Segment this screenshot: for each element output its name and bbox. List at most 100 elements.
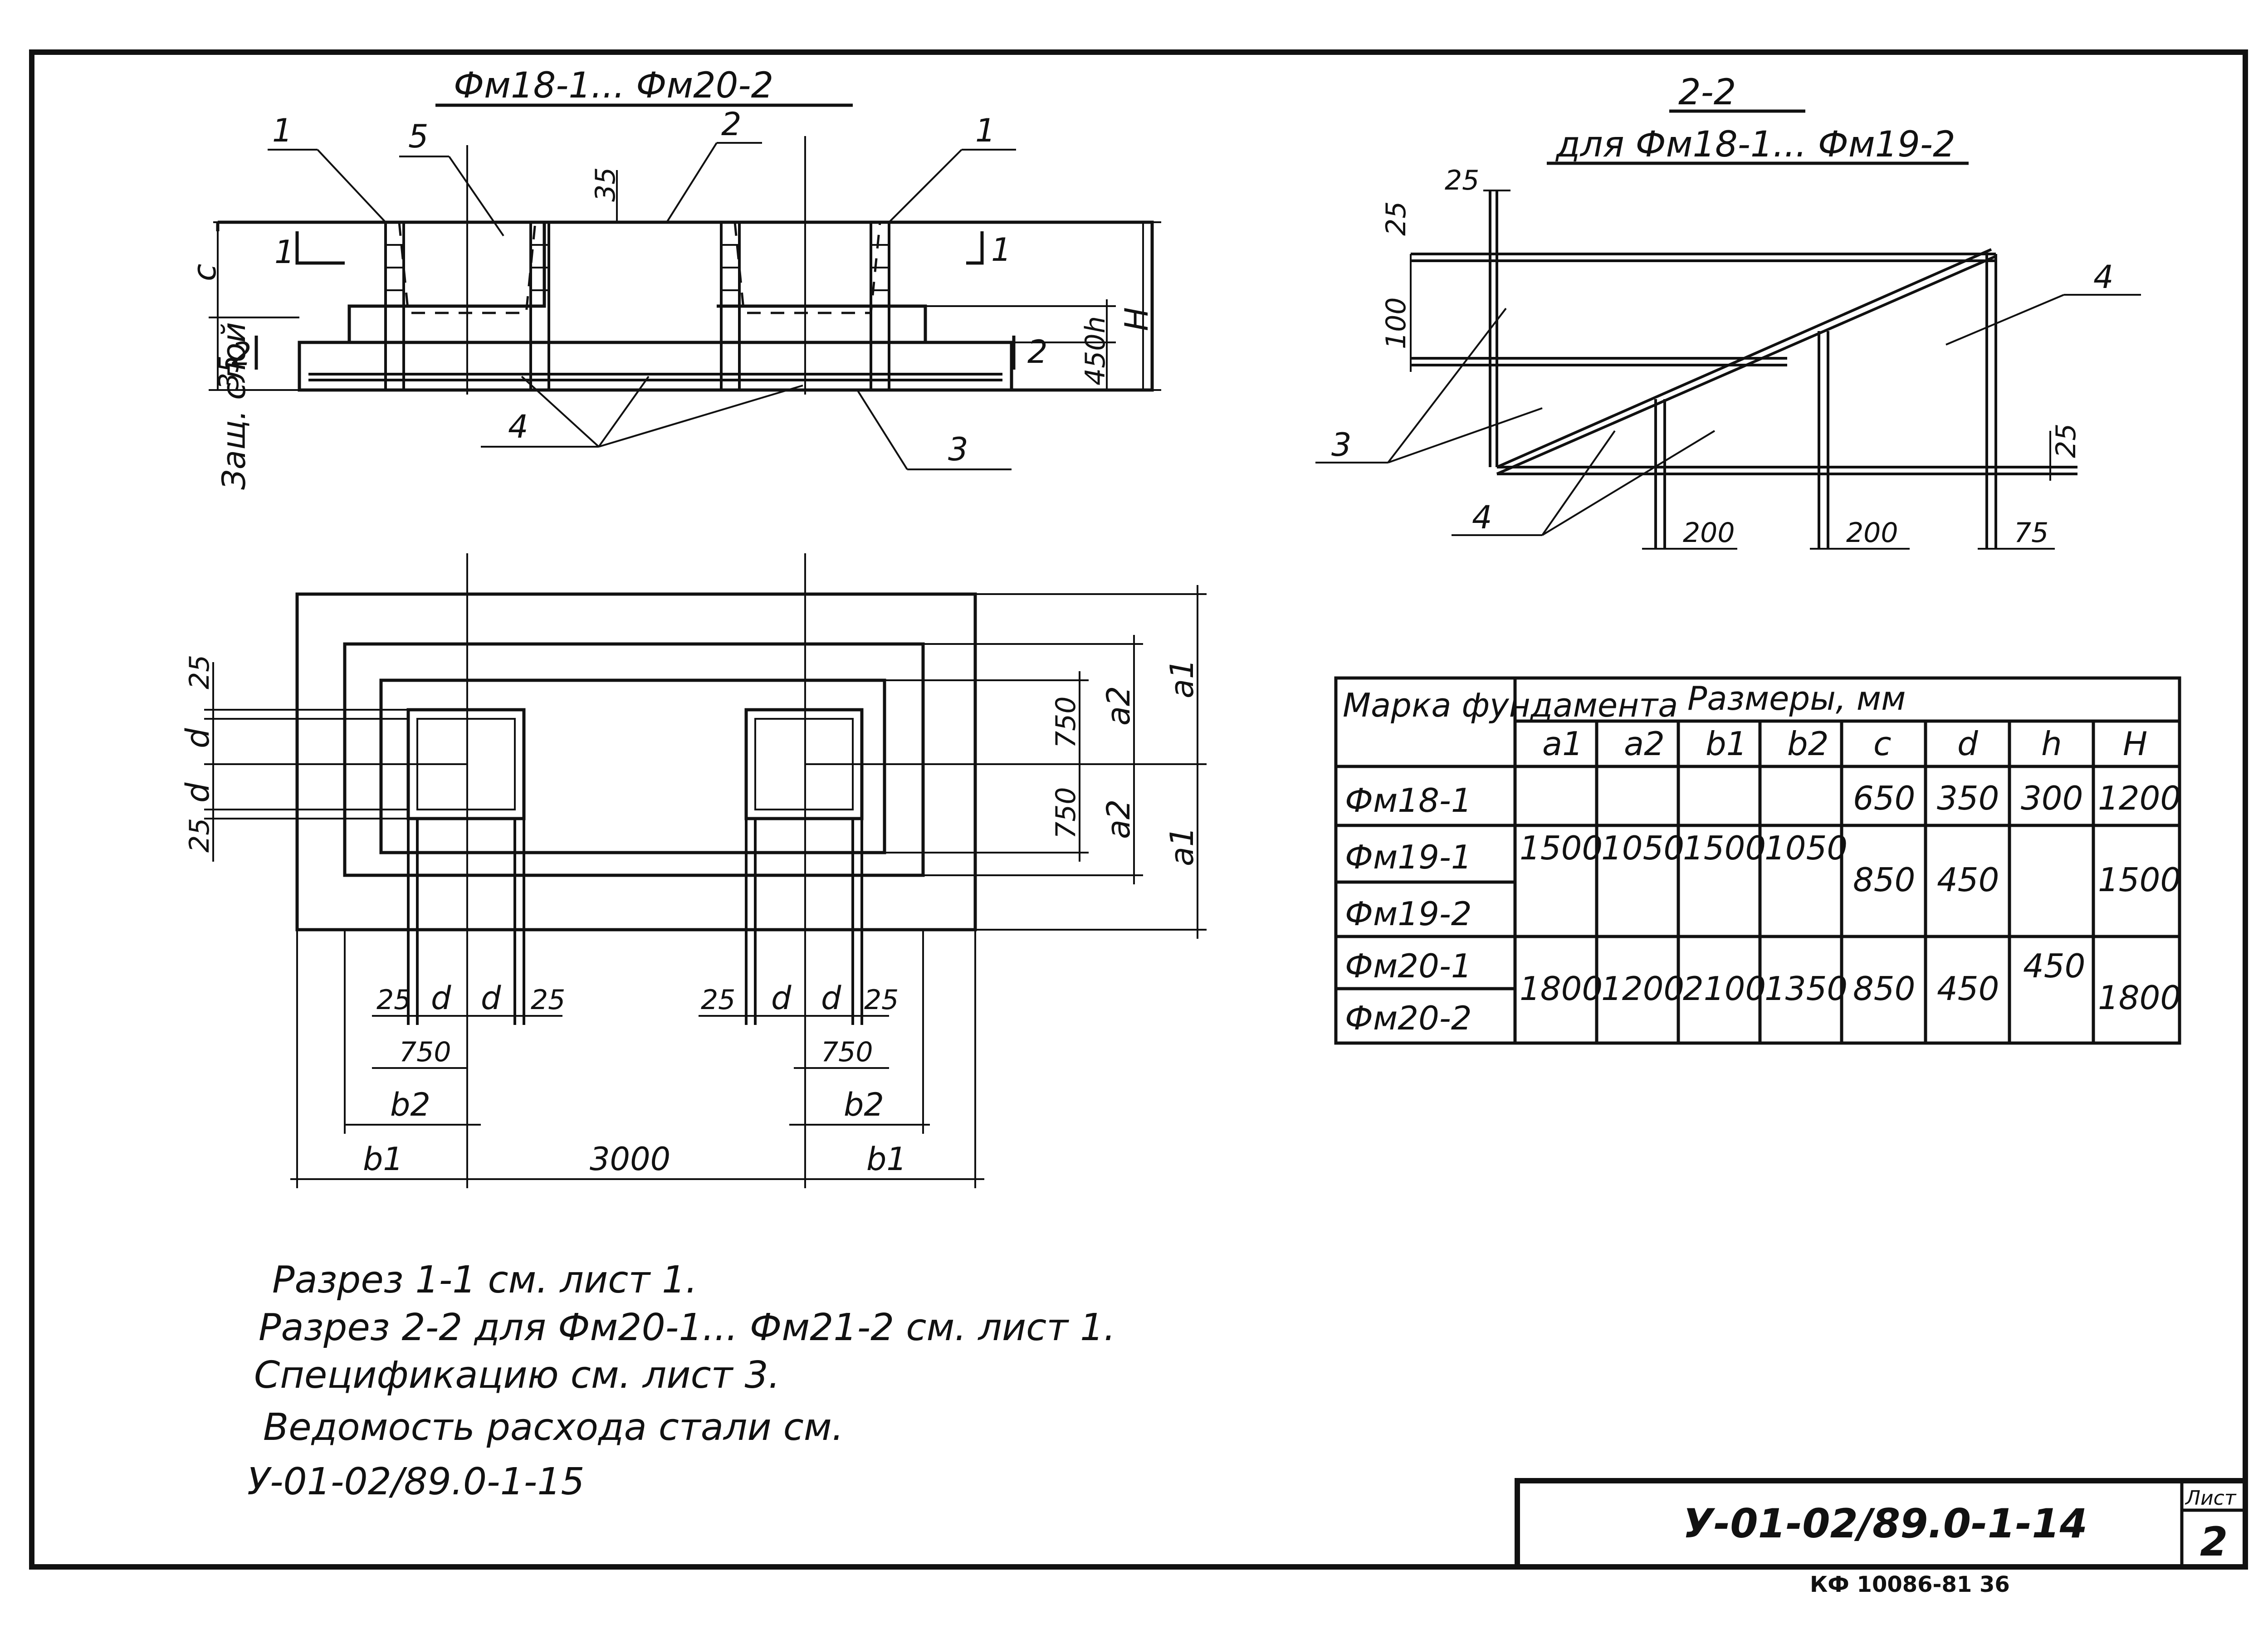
plan-left-25a: 25 bbox=[376, 984, 411, 1016]
dim-35-bottom: 35 bbox=[213, 356, 245, 390]
dim-450: 450 bbox=[1080, 333, 1111, 385]
note-5: У-01-02/89.0-1-15 bbox=[247, 1460, 585, 1503]
plan-dim-750-bot: 750 bbox=[1050, 787, 1082, 839]
plan-left-da: d bbox=[431, 980, 451, 1017]
plan-right-da: d bbox=[771, 980, 792, 1017]
sheet-label: Лист bbox=[2185, 1487, 2237, 1510]
leader-label-5: 5 bbox=[408, 118, 429, 155]
cell-a1-g1: 1500 bbox=[1520, 829, 1603, 867]
elevation-view: Фм18-1... Фм20-2 bbox=[186, 65, 1161, 490]
plan-dim-d-1: d bbox=[179, 728, 216, 748]
leader-label-4: 4 bbox=[508, 408, 528, 445]
plan-right-25b: 25 bbox=[864, 984, 899, 1016]
plan-dim-a2-top: a2 bbox=[1100, 686, 1137, 726]
cut2-right-label: 2 bbox=[1027, 333, 1048, 371]
plan-left-b2: b2 bbox=[390, 1086, 430, 1123]
col-h: h bbox=[2041, 725, 2062, 763]
rebar-cages bbox=[384, 222, 890, 390]
mark-fm18-1: Фм18-1 bbox=[1345, 781, 1472, 819]
cell-d-r1: 350 bbox=[1937, 779, 1999, 817]
plan-left-db: d bbox=[481, 980, 501, 1017]
cut2-left-label: 2 bbox=[231, 336, 252, 373]
plan-right-b2: b2 bbox=[844, 1086, 884, 1123]
leader-label-1-left: 1 bbox=[272, 112, 293, 149]
section-2-2: 2-2 для Фм18-1... Фм19-2 25 25 100 25 20… bbox=[1315, 72, 2141, 550]
mark-fm19-2: Фм19-2 bbox=[1345, 895, 1472, 933]
dim-h: h bbox=[1080, 316, 1111, 333]
cell-c-r23: 850 bbox=[1853, 861, 1915, 899]
dim-200-b: 200 bbox=[1846, 517, 1898, 549]
cell-a2-g2: 1200 bbox=[1601, 970, 1684, 1008]
plan-b1-left: b1 bbox=[363, 1141, 403, 1178]
cell-H-r23: 1500 bbox=[2098, 861, 2181, 899]
col-a1: a1 bbox=[1542, 725, 1583, 763]
col-H: H bbox=[2123, 725, 2147, 763]
dim-75: 75 bbox=[2014, 517, 2048, 549]
leader-label-1-right: 1 bbox=[975, 112, 996, 149]
plan-left-750: 750 bbox=[399, 1036, 451, 1068]
col-b2: b2 bbox=[1787, 725, 1829, 763]
col-b1: b1 bbox=[1706, 725, 1747, 763]
plan-right-750: 750 bbox=[821, 1036, 873, 1068]
cell-d-r23: 450 bbox=[1937, 861, 1999, 899]
plan-dim-750-top: 750 bbox=[1050, 696, 1082, 748]
cell-H-r45: 1800 bbox=[2098, 979, 2181, 1017]
cell-b2-g2: 1350 bbox=[1765, 970, 1848, 1008]
slab-outline-3 bbox=[379, 678, 886, 854]
leader-label-4-right: 4 bbox=[2093, 259, 2114, 296]
dim-H: H bbox=[1118, 307, 1155, 331]
col-a2: a2 bbox=[1624, 725, 1665, 763]
plan-left-25b: 25 bbox=[531, 984, 565, 1016]
plan-dim-a1-bot: a1 bbox=[1163, 827, 1201, 866]
dim-200-a: 200 bbox=[1683, 517, 1735, 549]
slab-outline-1 bbox=[295, 592, 977, 932]
plan-span-3000: 3000 bbox=[590, 1141, 670, 1178]
title-block: У-01-02/89.0-1-14 Лист 2 bbox=[1515, 1478, 2248, 1570]
note-4: Ведомость расхода стали см. bbox=[263, 1406, 844, 1449]
note-3: Спецификацию см. лист 3. bbox=[254, 1354, 780, 1397]
col-d: d bbox=[1957, 725, 1979, 763]
section-subtitle: для Фм18-1... Фм19-2 bbox=[1555, 124, 1955, 165]
dim-25-top: 25 bbox=[1445, 165, 1479, 196]
cell-b2-g1: 1050 bbox=[1765, 829, 1848, 867]
mark-fm20-1: Фм20-1 bbox=[1345, 947, 1472, 985]
plan-right-db: d bbox=[821, 980, 841, 1017]
plan-right-25a: 25 bbox=[701, 984, 735, 1016]
dimensions-table: Марка фундамента Размеры, мм a1 a2 b1 b2… bbox=[1334, 676, 2181, 1045]
elevation-title: Фм18-1... Фм20-2 bbox=[454, 65, 773, 106]
sheet-number: 2 bbox=[2200, 1518, 2228, 1565]
note-2: Разрез 2-2 для Фм20-1... Фм21-2 см. лист… bbox=[259, 1306, 1115, 1349]
archive-stamp: КФ 10086-81 36 bbox=[1810, 1572, 2010, 1597]
plan-dim-25-bot: 25 bbox=[184, 818, 215, 853]
cut1-left-label: 1 bbox=[274, 234, 295, 271]
plan-dim-a2-bot: a2 bbox=[1100, 800, 1137, 839]
cell-b1-g1: 1500 bbox=[1683, 829, 1766, 867]
note-1: Разрез 1-1 см. лист 1. bbox=[272, 1258, 697, 1302]
cell-a2-g1: 1050 bbox=[1601, 829, 1684, 867]
col-c: c bbox=[1873, 725, 1892, 763]
dim-25-right: 25 bbox=[2050, 424, 2082, 458]
plan-dim-25-top: 25 bbox=[184, 655, 215, 689]
protective-layer-label: Защ. слой bbox=[215, 322, 253, 490]
leader-label-3-sec: 3 bbox=[1331, 426, 1352, 463]
plan-dim-d-2: d bbox=[179, 782, 216, 803]
leader-label-2: 2 bbox=[721, 106, 742, 143]
plan-view: 25 d d 25 750 750 a2 a2 a1 a1 25 d d 25 … bbox=[179, 553, 1207, 1188]
cut1-right-label: 1 bbox=[991, 231, 1012, 268]
sheet-frame bbox=[29, 49, 2248, 1570]
cell-h-r25: 450 bbox=[2023, 947, 2085, 985]
notes: Разрез 1-1 см. лист 1. Разрез 2-2 для Фм… bbox=[247, 1258, 1115, 1503]
leader-label-4-left: 4 bbox=[1472, 499, 1492, 536]
dim-100-left: 100 bbox=[1380, 297, 1412, 349]
plan-dim-a1-top: a1 bbox=[1163, 659, 1201, 698]
cell-b1-g2: 2100 bbox=[1683, 970, 1766, 1008]
leader-label-3: 3 bbox=[948, 431, 968, 468]
cell-d-r45: 450 bbox=[1937, 970, 1999, 1008]
mark-fm19-1: Фм19-1 bbox=[1345, 838, 1472, 876]
plan-b1-right: b1 bbox=[866, 1141, 907, 1178]
dim-c: c bbox=[186, 264, 223, 282]
cell-a1-g2: 1800 bbox=[1520, 970, 1603, 1008]
slab-outline-2 bbox=[343, 642, 925, 877]
mark-fm20-2: Фм20-2 bbox=[1345, 999, 1472, 1037]
